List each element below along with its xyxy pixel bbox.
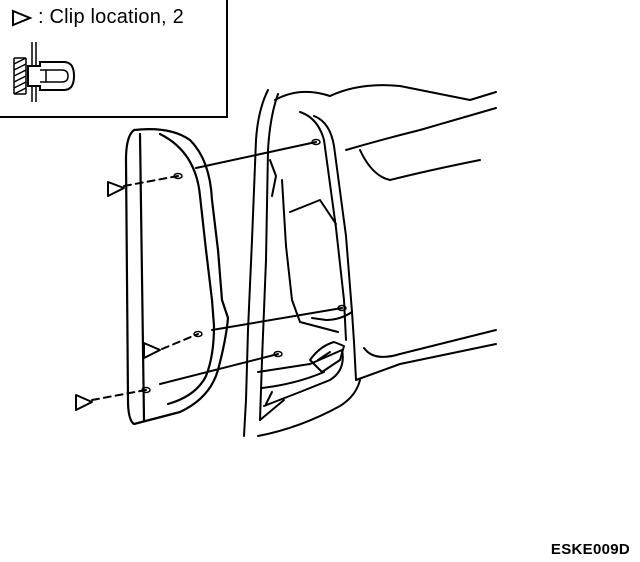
body-frame — [243, 84, 497, 437]
clip-marker-upper — [107, 181, 125, 197]
clip-marker-lower — [75, 394, 93, 411]
reference-code: ESKE009D — [550, 541, 630, 558]
alignment-lines — [159, 141, 343, 385]
clip-detail-icon — [13, 42, 76, 102]
legend-box: : Clip location, 2 — [0, 0, 228, 118]
clip-location-markers — [75, 181, 161, 411]
dashed-leaders — [91, 175, 199, 401]
legend-label: : Clip location, 2 — [38, 6, 184, 28]
clip-location-triangle-icon — [12, 9, 33, 27]
clip-marker-middle — [143, 342, 161, 359]
